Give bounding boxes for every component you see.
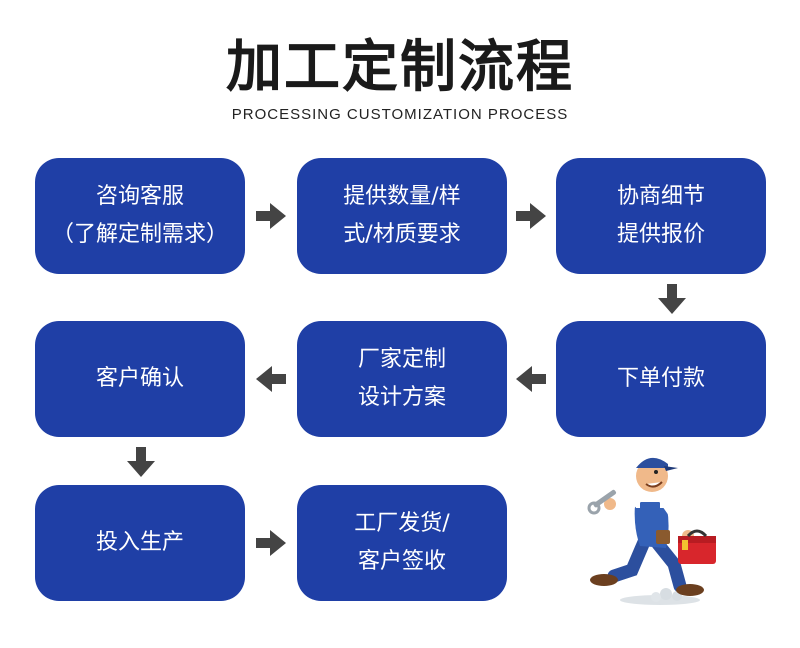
step-label: 提供数量/样 xyxy=(343,184,461,209)
step-label: 厂家定制 xyxy=(357,347,446,372)
step-shipping: 工厂发货/ 客户签收 xyxy=(297,485,507,601)
step-production: 投入生产 xyxy=(35,485,245,601)
arrow-right-icon xyxy=(256,203,286,229)
page-subtitle: PROCESSING CUSTOMIZATION PROCESS xyxy=(231,106,569,123)
step-label: 式/材质要求 xyxy=(343,222,461,247)
running-worker-illustration xyxy=(574,444,744,618)
step-factory-design: 厂家定制 设计方案 xyxy=(297,321,507,437)
step-consult: 咨询客服 （了解定制需求） xyxy=(35,158,245,274)
step-requirements: 提供数量/样 式/材质要求 xyxy=(297,158,507,274)
page-title: 加工定制流程 xyxy=(226,35,574,100)
step-label: 提供报价 xyxy=(616,222,705,247)
step-label: 设计方案 xyxy=(357,385,446,410)
step-label: （了解定制需求） xyxy=(51,222,228,247)
step-quote: 协商细节 提供报价 xyxy=(556,158,766,274)
arrow-right-icon xyxy=(516,203,546,229)
step-label: 协商细节 xyxy=(616,184,705,209)
arrow-left-icon xyxy=(256,366,286,392)
arrow-down-icon xyxy=(127,447,155,477)
step-label: 下单付款 xyxy=(616,366,705,391)
arrow-down-icon xyxy=(658,284,686,314)
arrow-left-icon xyxy=(516,366,546,392)
step-label: 客户确认 xyxy=(95,366,184,391)
step-label: 工厂发货/ xyxy=(354,511,450,536)
arrow-right-icon xyxy=(256,530,286,556)
step-label: 咨询客服 xyxy=(95,184,184,209)
step-customer-confirm: 客户确认 xyxy=(35,321,245,437)
step-label: 客户签收 xyxy=(357,549,446,574)
step-label: 投入生产 xyxy=(95,530,184,555)
step-order-payment: 下单付款 xyxy=(556,321,766,437)
